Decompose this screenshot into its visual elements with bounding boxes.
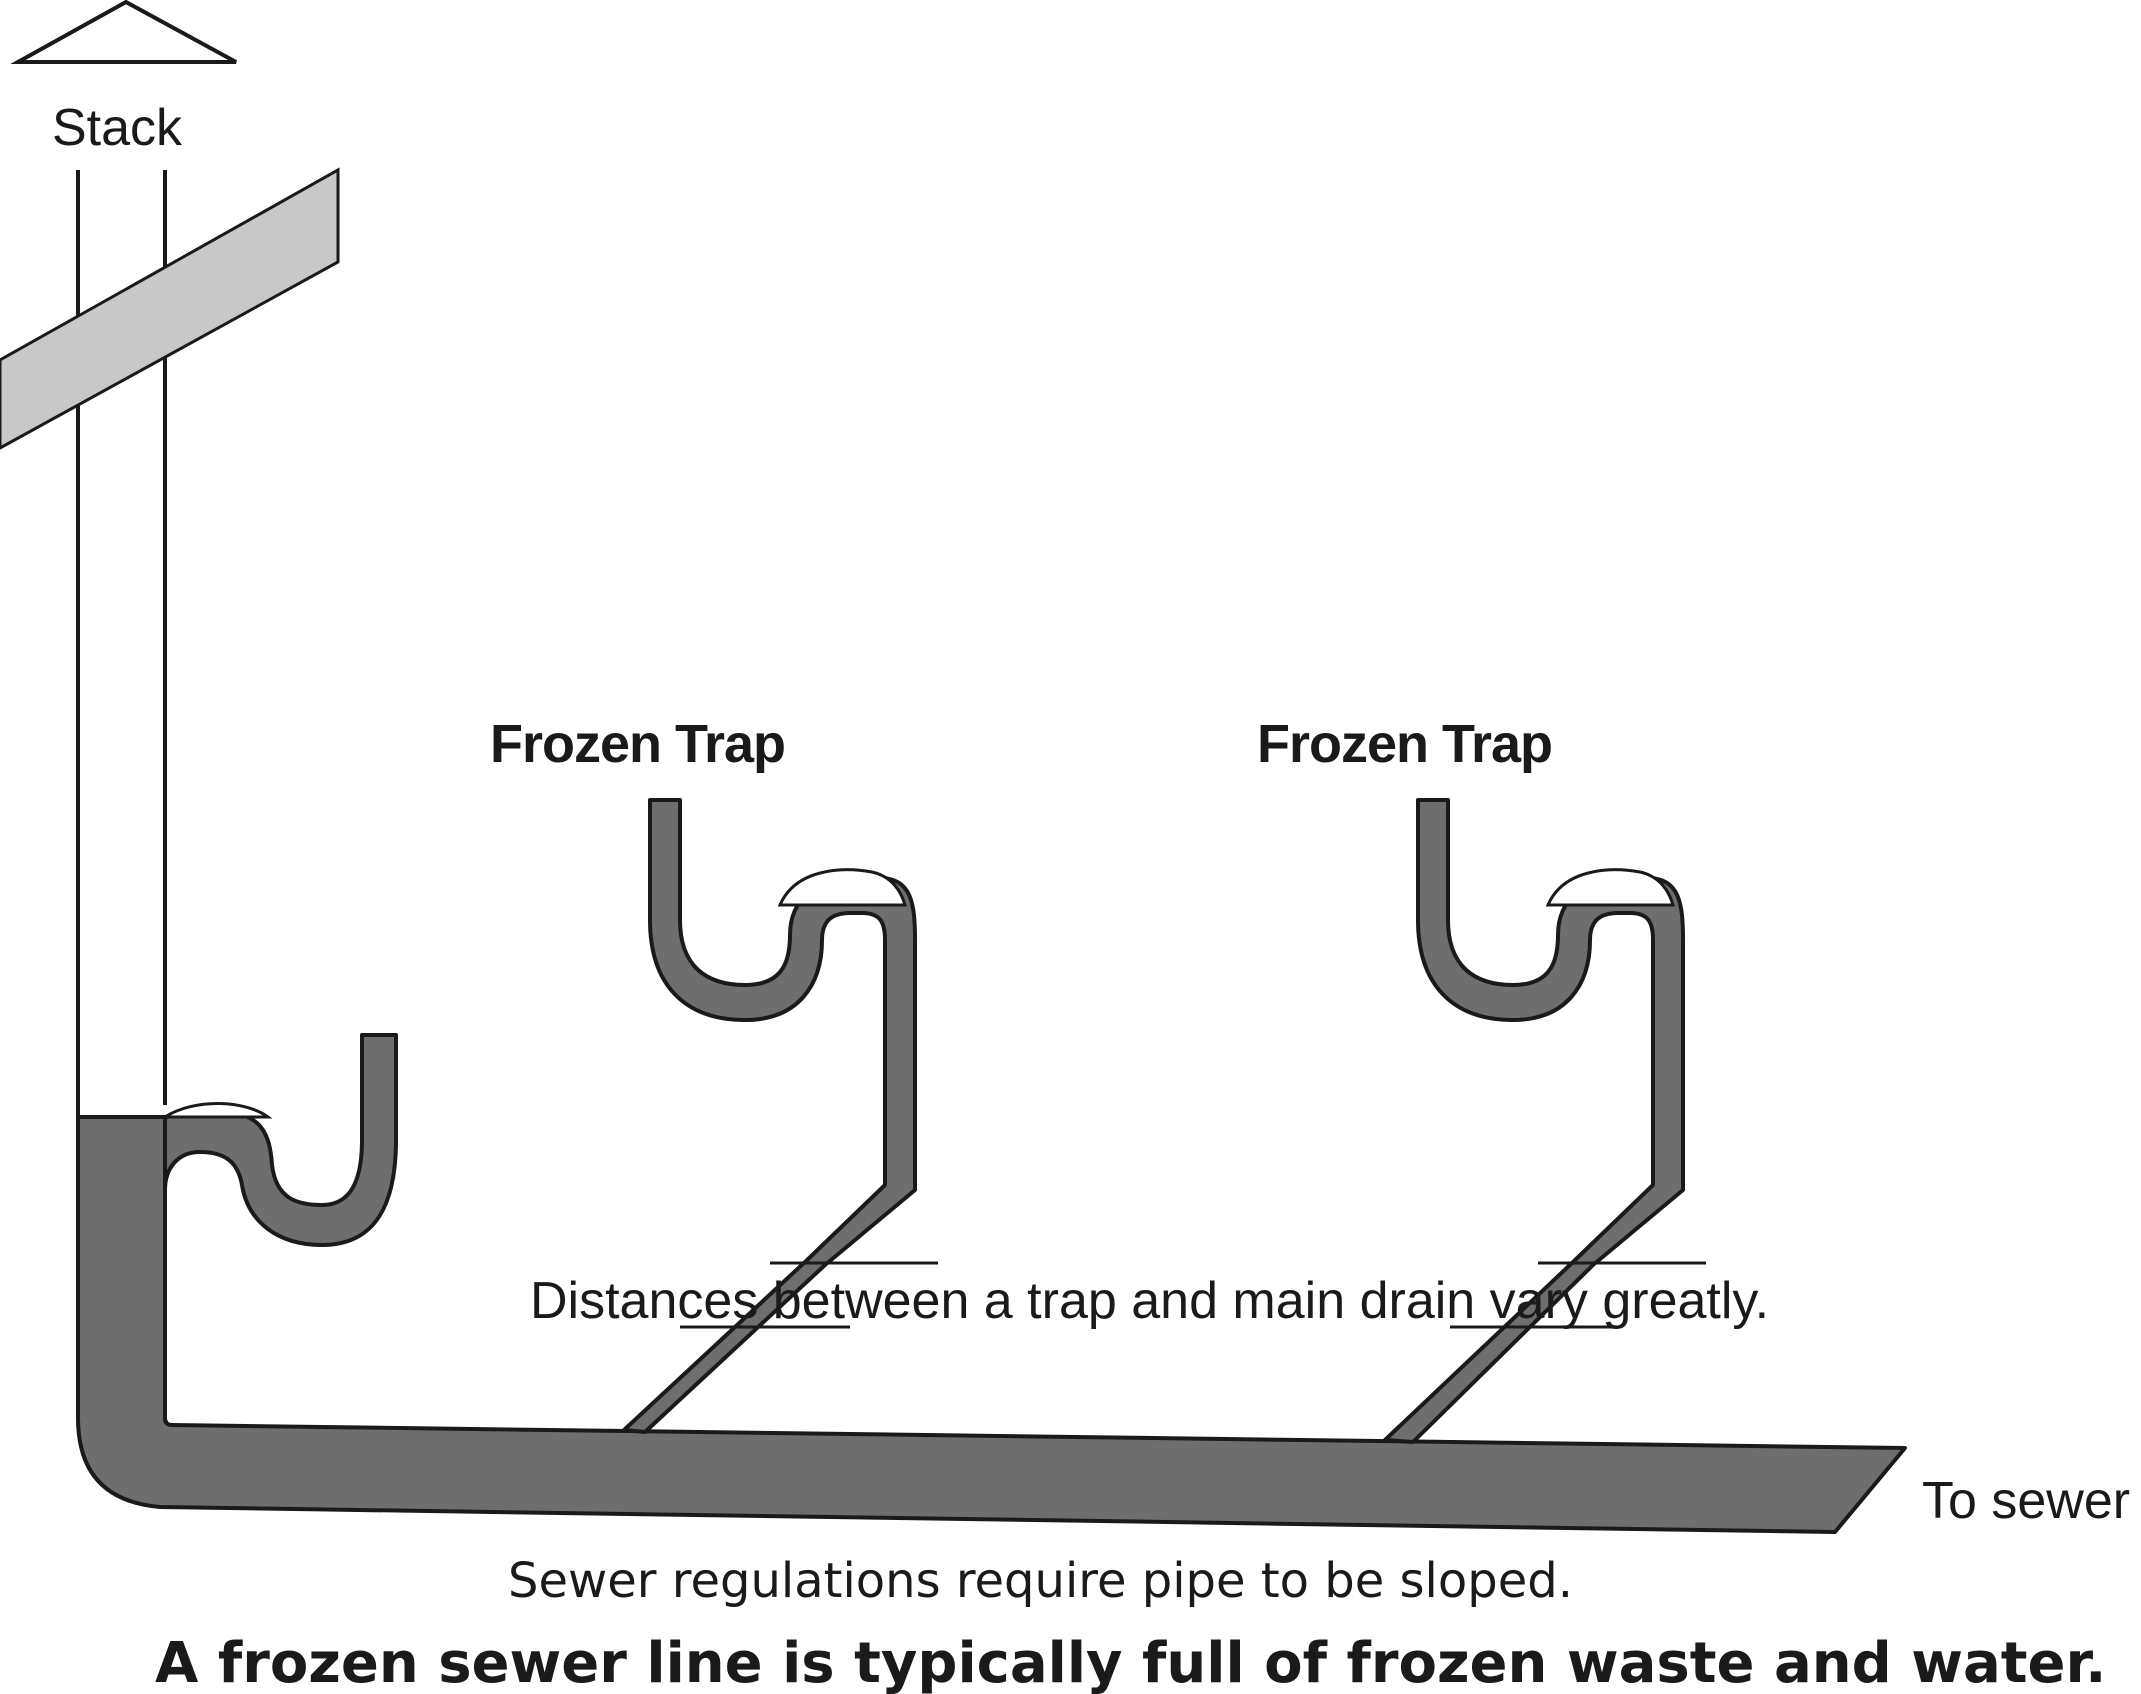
stack-trap-air-pocket [159, 1102, 273, 1119]
distance-annotation: Distances between a trap and main drain … [530, 1261, 1769, 1330]
frozen-trap-1: Frozen Trap [490, 714, 917, 1434]
to-sewer-label: To sewer [1922, 1472, 2130, 1530]
frozen-trap-2: Frozen Trap [1257, 714, 1685, 1444]
vent-cap [10, 0, 237, 64]
slope-note: Sewer regulations require pipe to be slo… [508, 1553, 1573, 1609]
distance-note: Distances between a trap and main drain … [530, 1272, 1769, 1330]
roof-section [0, 167, 340, 450]
caption: A frozen sewer line is typically full of… [155, 1631, 2106, 1694]
trap-2-air-pocket [1545, 868, 1676, 907]
trap-2-label: Frozen Trap [1257, 714, 1552, 774]
trap-1-air-pocket [777, 868, 908, 907]
trap-2-pipe [1383, 798, 1685, 1444]
stack-label: Stack [52, 99, 183, 157]
trap-1-label: Frozen Trap [490, 714, 785, 774]
trap-1-pipe [622, 798, 917, 1434]
stack-trap-arm [163, 1033, 398, 1247]
main-drain-pipe [76, 1115, 1907, 1534]
